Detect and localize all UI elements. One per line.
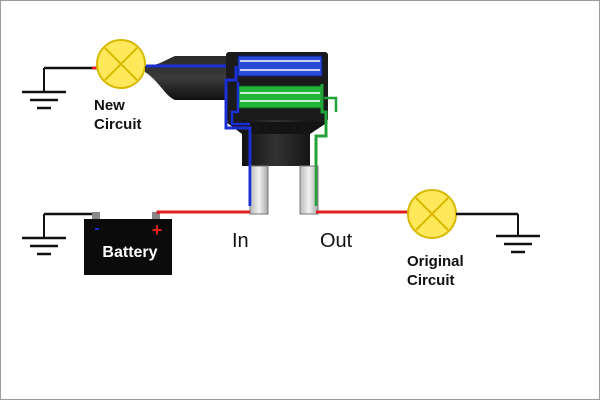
battery-to-in-wire [156,210,250,214]
ground-icon [496,214,540,254]
in-blade [249,165,269,215]
out-label: Out [320,230,353,252]
new-circuit-label-line1: New [94,97,125,114]
battery-negative-label: - [94,220,99,237]
lamp-icon [407,189,457,239]
battery-positive-label: + [152,220,163,240]
lamp-icon [96,39,146,89]
fuse-tap-holder [226,52,328,166]
blue-trace [224,66,252,206]
out-blade [299,165,319,215]
original-circuit-label-line2: Circuit [407,272,455,289]
ground-icon [22,68,66,110]
blue-fuse [237,55,323,77]
green-fuse [237,85,323,109]
original-circuit-label-line1: Original [407,253,464,270]
new-circuit-label-line2: Circuit [94,116,142,133]
ground-icon [22,214,66,256]
green-trace [314,84,328,206]
battery-label: Battery [102,244,157,261]
battery [84,212,172,275]
pigtail-cable [145,56,238,100]
in-label: In [232,230,249,252]
